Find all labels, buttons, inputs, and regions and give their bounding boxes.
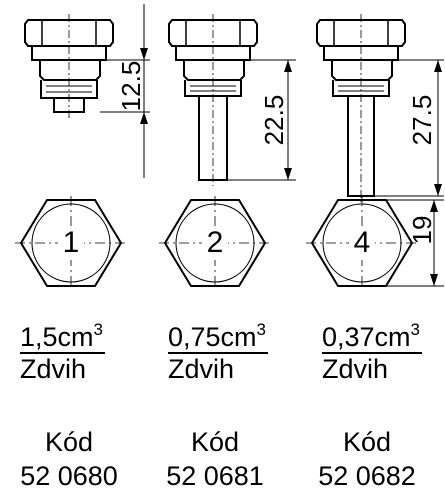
variant-number-2: 2 (207, 226, 224, 259)
variant-3-code-label: Kód (342, 427, 392, 457)
dimension-across-flats: 19 (386, 199, 444, 287)
variant-number-3: 4 (354, 226, 371, 259)
variant-number-1: 1 (63, 226, 80, 259)
top-view-1: 1 (15, 196, 127, 290)
dimension-label-d2: 22.5 (259, 95, 289, 146)
side-view-1 (24, 14, 114, 118)
dimension-label-d3: 27.5 (407, 95, 437, 146)
side-view-2 (168, 14, 258, 186)
variant-2-code: 52 0681 (166, 461, 264, 491)
dimension-d2: 22.5 (227, 59, 296, 181)
variant-1-stroke-label: Zdvih (20, 354, 87, 384)
variant-3-specs: 0,37cm3 Zdvih (322, 315, 445, 384)
variant-1-code: 52 0680 (20, 461, 118, 491)
variant-3-code: 52 0682 (318, 461, 416, 491)
variant-2-volume: 0,75cm3 (168, 315, 269, 354)
variant-1-specs: 1,5cm3 Zdvih (20, 315, 160, 384)
variant-3-code-block: Kód 52 0682 (292, 425, 442, 493)
top-view-3: 4 (306, 196, 418, 290)
dimension-d3: 27.5 (374, 59, 444, 197)
variant-2-code-label: Kód (190, 427, 240, 457)
variant-1-volume: 1,5cm3 (20, 315, 105, 354)
variant-1-code-label: Kód (44, 427, 94, 457)
top-view-2: 2 (159, 196, 271, 290)
side-view-3 (316, 14, 406, 202)
variant-3-stroke-label: Zdvih (322, 354, 389, 384)
dimension-d1: 12.5 (100, 4, 150, 178)
variant-2-specs: 0,75cm3 Zdvih (168, 315, 308, 384)
variant-2-stroke-label: Zdvih (168, 354, 235, 384)
variant-3-volume: 0,37cm3 (322, 315, 423, 354)
variant-2-code-block: Kód 52 0681 (140, 425, 290, 493)
variant-1-code-block: Kód 52 0680 (0, 425, 144, 493)
dimension-label-across-flats: 19 (407, 216, 437, 245)
dimension-label-d1: 12.5 (116, 61, 146, 112)
